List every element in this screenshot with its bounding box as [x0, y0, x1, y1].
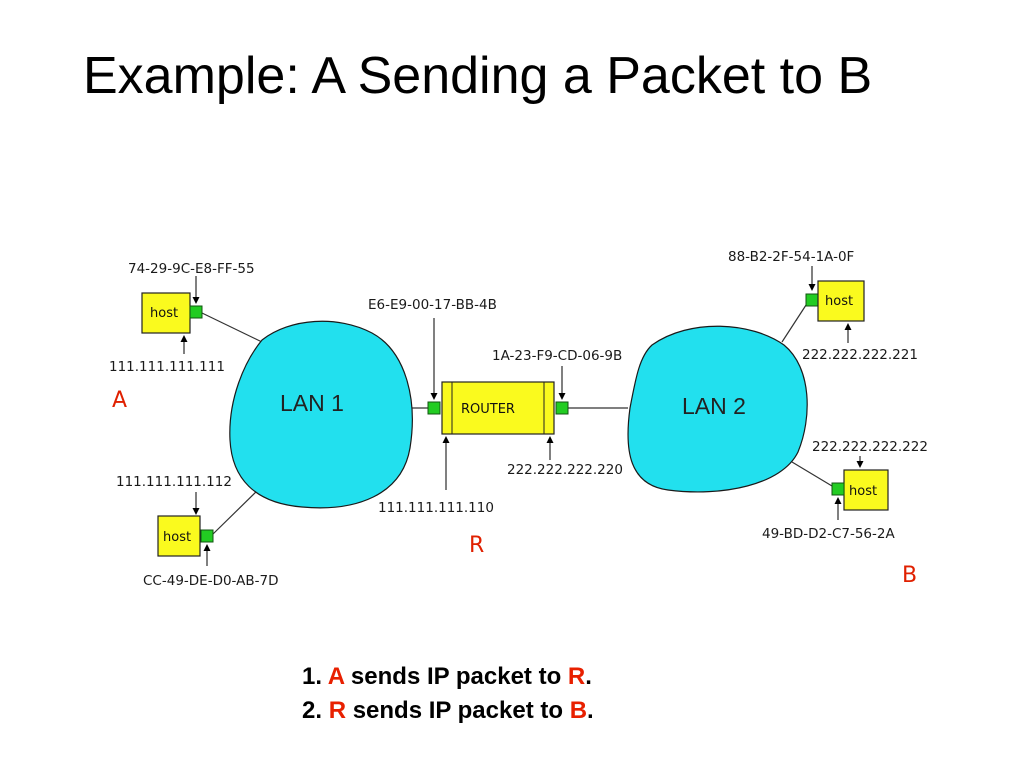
host-a-label: host [150, 306, 178, 321]
host-a: host 74-29-9C-E8-FF-55 111.111.111.111 A [109, 261, 255, 413]
step-destination: R [567, 663, 586, 690]
host-b-interface [831, 482, 845, 496]
router-right-ip: 222.222.222.220 [507, 462, 623, 478]
step-source: R [328, 697, 347, 724]
router-label: ROUTER [461, 402, 515, 417]
step-source: A [327, 663, 345, 690]
step-end: . [587, 697, 594, 724]
host-a-ip: 111.111.111.111 [109, 359, 225, 375]
link-host-a2-lan1 [211, 487, 261, 536]
router-left-mac: E6-E9-00-17-BB-4B [368, 297, 497, 313]
node-letter-r: R [469, 533, 484, 558]
step-number: 2. [302, 697, 323, 724]
host-b2-interface [805, 293, 819, 307]
step-text: sends IP packet to [350, 663, 562, 690]
host-b2-box [817, 280, 865, 322]
link-host-a-lan1 [201, 312, 263, 343]
router-left-interface [427, 401, 441, 415]
lan1-label: LAN 1 [280, 390, 344, 416]
router-right-interface [555, 401, 569, 415]
lan1-network: LAN 1 [229, 320, 413, 509]
host-b-mac: 49-BD-D2-C7-56-2A [762, 526, 895, 542]
host-a-box [141, 292, 191, 334]
node-letter-a: A [112, 388, 127, 413]
node-letter-b: B [902, 563, 917, 588]
host-b2-mac: 88-B2-2F-54-1A-0F [728, 249, 854, 265]
host-a2: 111.111.111.112 host CC-49-DE-D0-AB-7D [116, 474, 278, 589]
step-destination: B [569, 697, 588, 724]
router: ROUTER E6-E9-00-17-BB-4B 111.111.111.110… [368, 297, 623, 558]
step-1: 1. A sends IP packet to R. [302, 660, 762, 694]
host-b-box [843, 469, 889, 511]
host-b2-ip: 222.222.222.221 [802, 347, 918, 363]
host-b2-label: host [825, 294, 853, 309]
router-box [441, 381, 555, 435]
lan2-network: LAN 2 [627, 325, 808, 493]
step-2: 2. R sends IP packet to B. [302, 694, 762, 728]
host-a2-box [157, 515, 201, 557]
steps-list: 1. A sends IP packet to R. 2. R sends IP… [302, 660, 762, 728]
router-right-mac: 1A-23-F9-CD-06-9B [492, 348, 622, 364]
host-a2-ip: 111.111.111.112 [116, 474, 232, 490]
step-text: sends IP packet to [352, 697, 564, 724]
host-b-ip: 222.222.222.222 [812, 439, 928, 455]
host-a2-mac: CC-49-DE-D0-AB-7D [143, 573, 278, 589]
step-end: . [585, 663, 592, 690]
host-a2-interface [200, 529, 214, 543]
link-lan2-host-b2 [781, 301, 809, 343]
host-a-interface [189, 305, 203, 319]
lan1-cloud [229, 320, 413, 509]
host-b: 222.222.222.222 host 49-BD-D2-C7-56-2A B [762, 439, 928, 588]
host-b2: 88-B2-2F-54-1A-0F host 222.222.222.221 [728, 249, 918, 363]
step-number: 1. [302, 663, 323, 690]
router-left-ip: 111.111.111.110 [378, 500, 494, 516]
slide-title: Example: A Sending a Packet to B [83, 47, 873, 105]
host-a2-label: host [163, 530, 191, 545]
lan2-cloud [627, 325, 808, 493]
host-a-mac: 74-29-9C-E8-FF-55 [128, 261, 255, 277]
lan2-label: LAN 2 [682, 393, 746, 419]
link-lan2-host-b [791, 461, 833, 487]
host-b-label: host [849, 484, 877, 499]
